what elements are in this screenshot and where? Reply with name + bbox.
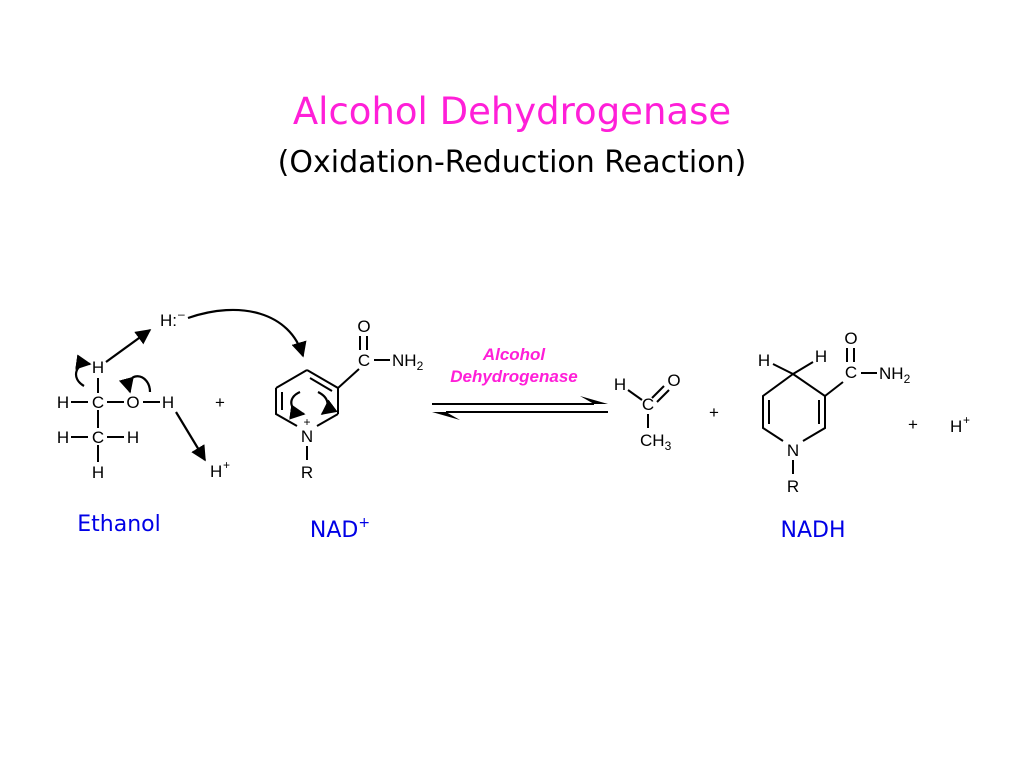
- atom-h: H: [57, 428, 69, 447]
- atom-c: C: [358, 351, 370, 370]
- slide-title: Alcohol Dehydrogenase: [293, 90, 731, 133]
- nadh-name: NADH: [781, 518, 846, 543]
- electron-arrow: [118, 375, 152, 394]
- hydride-transfer-arrow: [105, 329, 152, 363]
- charge-plus: +: [303, 415, 310, 429]
- atom-h: H: [614, 375, 626, 394]
- atom-nh2: NH2: [879, 364, 911, 386]
- atom-c: C: [92, 428, 104, 447]
- atom-h: H: [57, 393, 69, 412]
- proton-product-label: H: [950, 417, 962, 436]
- atom-n: N: [301, 427, 313, 446]
- proton-charge: +: [223, 458, 230, 472]
- hydride-charge: –: [178, 307, 185, 321]
- plus-sign: +: [908, 415, 918, 434]
- atom-h: H: [92, 463, 104, 482]
- enzyme-label-line2: Dehydrogenase: [450, 367, 578, 386]
- atom-n: N: [787, 441, 799, 460]
- ethanol-name: Ethanol: [77, 512, 160, 537]
- atom-o: O: [357, 317, 370, 336]
- ethanol-structure: H H C O H H C H H H: – H +: [57, 307, 307, 482]
- atom-nh2: NH2: [392, 351, 424, 373]
- atom-r: R: [301, 463, 313, 482]
- atom-c: C: [92, 393, 104, 412]
- atom-h: H: [92, 358, 104, 377]
- atom-c: C: [642, 395, 654, 414]
- atom-ch3: CH3: [640, 431, 672, 453]
- slide-subtitle: (Oxidation-Reduction Reaction): [278, 145, 747, 180]
- acetaldehyde-structure: H O C CH3: [614, 371, 681, 453]
- nadh-structure: H H O C NH2 N R: [758, 329, 911, 496]
- atom-h: H: [758, 351, 770, 370]
- plus-sign: +: [215, 393, 225, 412]
- hydride-attack-arrow: [187, 308, 307, 358]
- electron-arrow: [317, 391, 338, 415]
- atom-r: R: [787, 477, 799, 496]
- plus-sign: +: [709, 403, 719, 422]
- atom-h: H: [162, 393, 174, 412]
- hydride-label: H:: [160, 311, 177, 330]
- nad-structure: O C NH2 + N R: [275, 317, 424, 482]
- atom-h: H: [127, 428, 139, 447]
- proton-product-charge: +: [963, 413, 970, 427]
- atom-o: O: [126, 393, 139, 412]
- proton-label: H: [210, 462, 222, 481]
- electron-arrow: [289, 390, 306, 420]
- equilibrium-arrows: [432, 396, 608, 420]
- atom-o: O: [844, 329, 857, 348]
- atom-h: H: [815, 347, 827, 366]
- nad-name: NAD+: [310, 515, 370, 543]
- proton-transfer-arrow: [175, 411, 206, 462]
- enzyme-label-line1: Alcohol: [482, 345, 547, 364]
- atom-o: O: [667, 371, 680, 390]
- electron-arrow: [74, 354, 92, 387]
- atom-c: C: [845, 363, 857, 382]
